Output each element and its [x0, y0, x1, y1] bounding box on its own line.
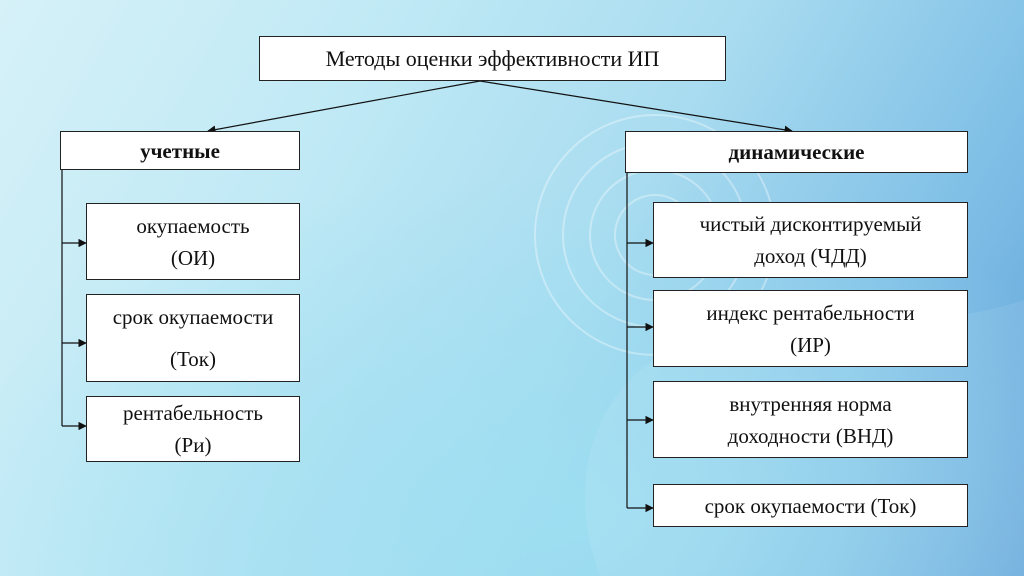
- method-box-profitability-index: индекс рентабельности (ИР): [653, 290, 968, 367]
- method-label: внутренняя норма доходности (ВНД): [727, 391, 894, 448]
- method-box-irr: внутренняя норма доходности (ВНД): [653, 381, 968, 458]
- method-label: индекс рентабельности (ИР): [706, 300, 915, 357]
- method-box-payback-period-dynamic: срок окупаемости (Ток): [653, 484, 968, 527]
- diagram-title: Методы оценки эффективности ИП: [325, 45, 660, 71]
- method-box-payback-period: срок окупаемости (Ток): [86, 294, 300, 382]
- title-box: Методы оценки эффективности ИП: [259, 36, 726, 81]
- method-box-profitability: рентабельность (Ри): [86, 396, 300, 462]
- method-box-payback: окупаемость (ОИ): [86, 203, 300, 280]
- method-label: окупаемость (ОИ): [136, 213, 250, 270]
- method-box-npv: чистый дисконтируемый доход (ЧДД): [653, 202, 968, 278]
- method-label: рентабельность (Ри): [123, 401, 263, 457]
- group-heading-dynamic: динамические: [728, 140, 865, 164]
- method-label: чистый дисконтируемый доход (ЧДД): [699, 212, 922, 268]
- method-label: срок окупаемости (Ток): [704, 493, 917, 518]
- group-heading-accounting: учетные: [140, 138, 220, 163]
- method-label: срок окупаемости (Ток): [112, 305, 274, 371]
- group-header-accounting: учетные: [60, 131, 300, 170]
- group-header-dynamic: динамические: [625, 131, 968, 173]
